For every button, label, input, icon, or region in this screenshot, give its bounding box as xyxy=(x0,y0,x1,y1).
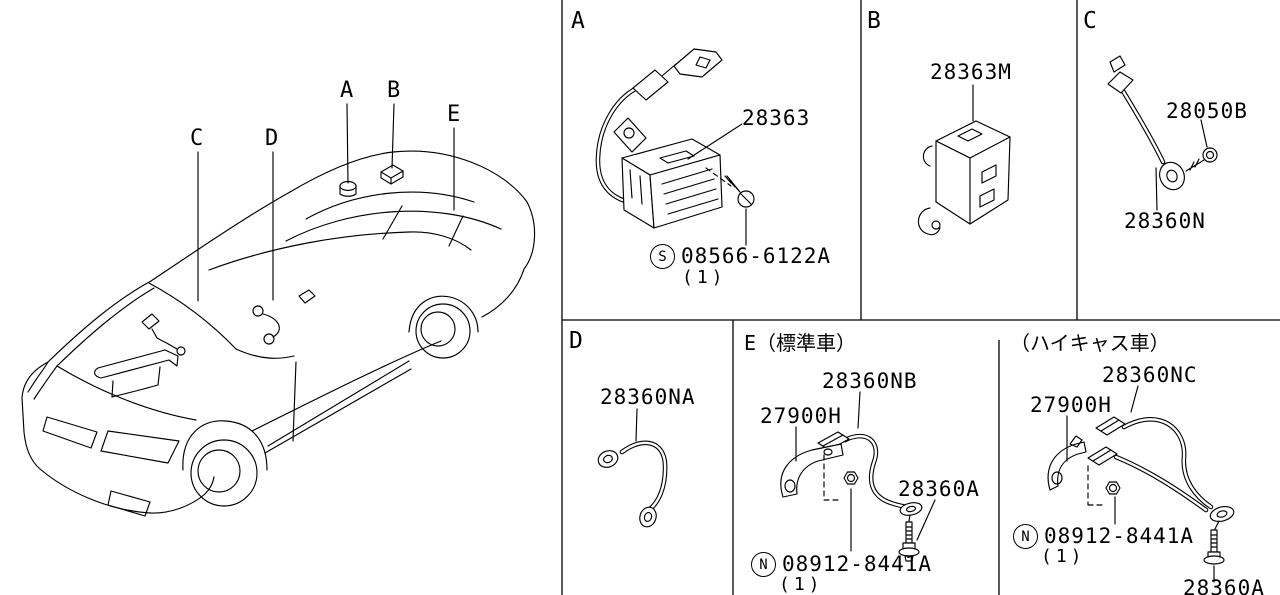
panel-grid-lines xyxy=(561,0,1280,595)
hardware-nut-row-std: N 08912-8441A xyxy=(751,552,932,577)
part-number-28050b: 28050B xyxy=(1166,99,1248,123)
part-number-28360a-hicas-cut: 28360A xyxy=(1183,576,1265,595)
part-number-28360na: 28360NA xyxy=(600,385,696,409)
panel-a-label: A xyxy=(571,8,586,34)
nut-part-number-hicas: 08912-8441A xyxy=(1044,524,1195,548)
hardware-screw-row: S 08566-6122A xyxy=(650,244,831,269)
part-number-28363m: 28363M xyxy=(930,60,1012,84)
circled-n-icon-hicas: N xyxy=(1013,524,1038,549)
car-callout-a: A xyxy=(340,78,354,103)
nut-qty-std: (1) xyxy=(779,574,824,595)
panel-d-drawing xyxy=(597,408,668,528)
part-number-28360a-std: 28360A xyxy=(898,477,980,501)
circled-s-icon: S xyxy=(650,244,675,269)
panel-c-drawing xyxy=(1107,55,1218,211)
part-number-27900h-std: 27900H xyxy=(760,404,842,428)
screw-qty: (1) xyxy=(682,267,727,288)
part-number-28360n: 28360N xyxy=(1124,209,1206,233)
hardware-nut-row-hicas: N 08912-8441A xyxy=(1013,524,1194,549)
nut-qty-hicas: (1) xyxy=(1041,546,1086,567)
part-number-28360nb: 28360NB xyxy=(822,369,918,393)
circled-n-icon: N xyxy=(751,552,776,577)
part-number-27900h-hicas: 27900H xyxy=(1030,393,1112,417)
car-callout-d: D xyxy=(265,126,279,151)
panel-d-label: D xyxy=(569,328,584,354)
car-callout-e: E xyxy=(447,102,461,127)
screw-part-number: 08566-6122A xyxy=(681,244,832,268)
part-number-28360nc: 28360NC xyxy=(1102,363,1198,387)
nut-part-number-std: 08912-8441A xyxy=(782,552,933,576)
part-number-28363: 28363 xyxy=(742,106,811,130)
car-callout-b: B xyxy=(387,78,401,103)
panel-a-drawing xyxy=(595,48,755,246)
car-callout-c: C xyxy=(190,126,204,151)
panel-e-label: E（標準車） xyxy=(744,331,857,355)
panel-b-drawing xyxy=(917,84,1011,236)
panel-b-label: B xyxy=(867,8,882,34)
panel-e-drawing xyxy=(780,391,936,562)
callout-leader-lines xyxy=(197,103,455,302)
panel-f-drawing xyxy=(1047,385,1235,583)
panel-c-label: C xyxy=(1083,8,1098,34)
car-illustration xyxy=(21,103,536,517)
panel-f-label: （ハイキャス車） xyxy=(1010,331,1170,355)
